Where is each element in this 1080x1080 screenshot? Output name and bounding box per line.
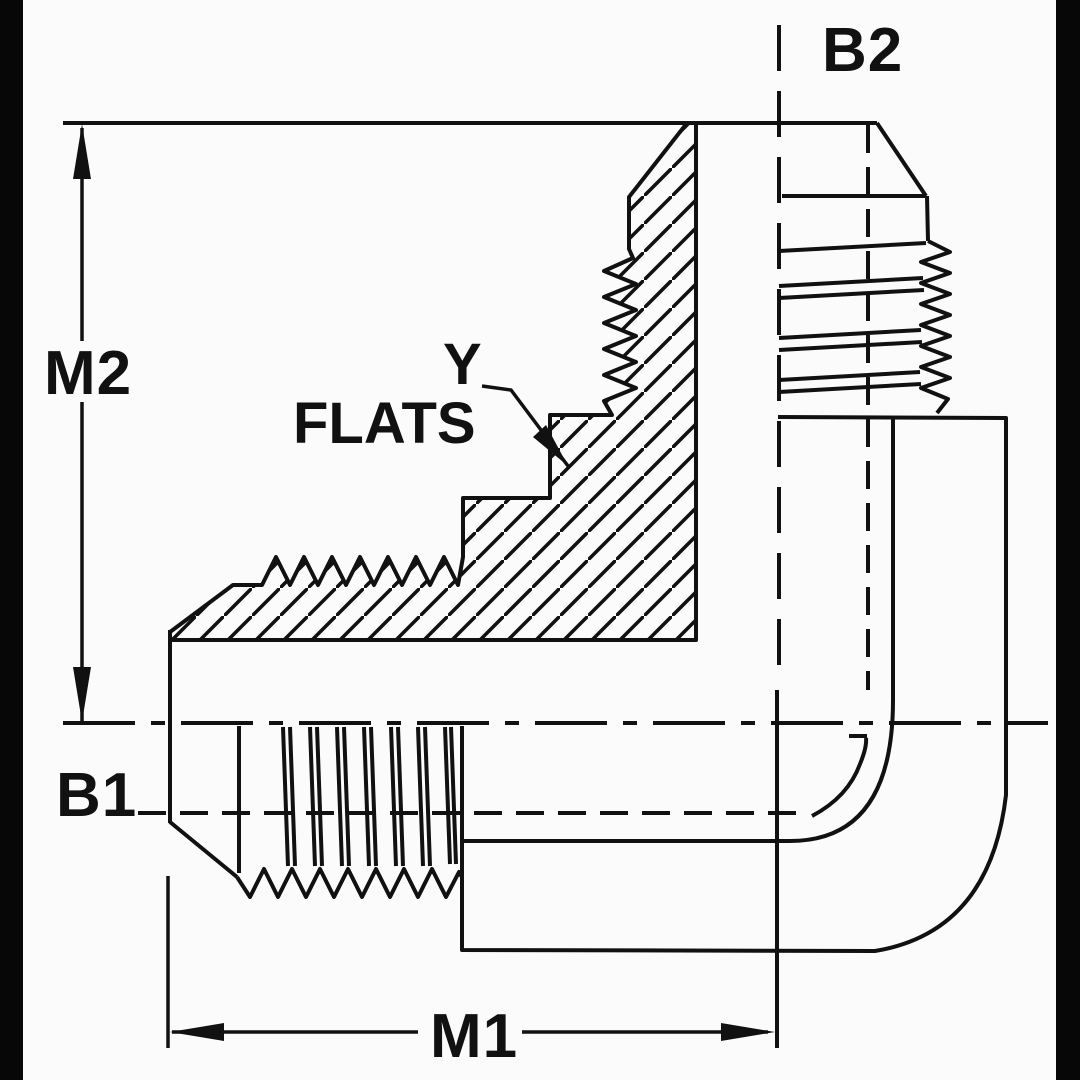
left-port-thread-crests [235,867,464,899]
m1-arrow-left [170,1023,224,1041]
flats-callout: Y FLATS [293,332,570,468]
m2-label: M2 [44,339,132,408]
y-label: Y [443,332,482,397]
dimension-m1: M1 [166,690,779,1071]
dimension-m2: M2 [44,124,132,722]
body-boss [462,418,895,843]
top-port-shank-edge [925,195,930,242]
body-bore-blend-curve [811,734,869,818]
b1-label: B1 [56,761,137,830]
top-port-helix-lines [778,241,927,394]
flats-label: FLATS [293,391,476,456]
top-port [63,121,952,415]
m2-arrow-up [73,124,91,179]
m1-arrow-right [721,1023,775,1041]
left-edge-bar [0,0,23,1080]
m2-arrow-down [73,667,91,722]
left-port-helix-lines [281,726,458,867]
m1-label: M1 [430,1002,518,1071]
left-port-chamfer [168,820,239,879]
centerlines [63,25,1048,725]
hidden-lines [138,125,870,815]
top-port-chamfer [875,121,928,198]
right-edge-bar [1056,0,1080,1080]
flats-leader-arrow [533,425,568,466]
elbow-body [460,415,1008,953]
b2-label: B2 [822,16,903,85]
top-port-thread-crests [919,239,952,415]
section-hatch-region [168,121,698,642]
left-port [168,630,464,899]
section-cut [168,121,698,642]
body-outline [460,415,1008,953]
